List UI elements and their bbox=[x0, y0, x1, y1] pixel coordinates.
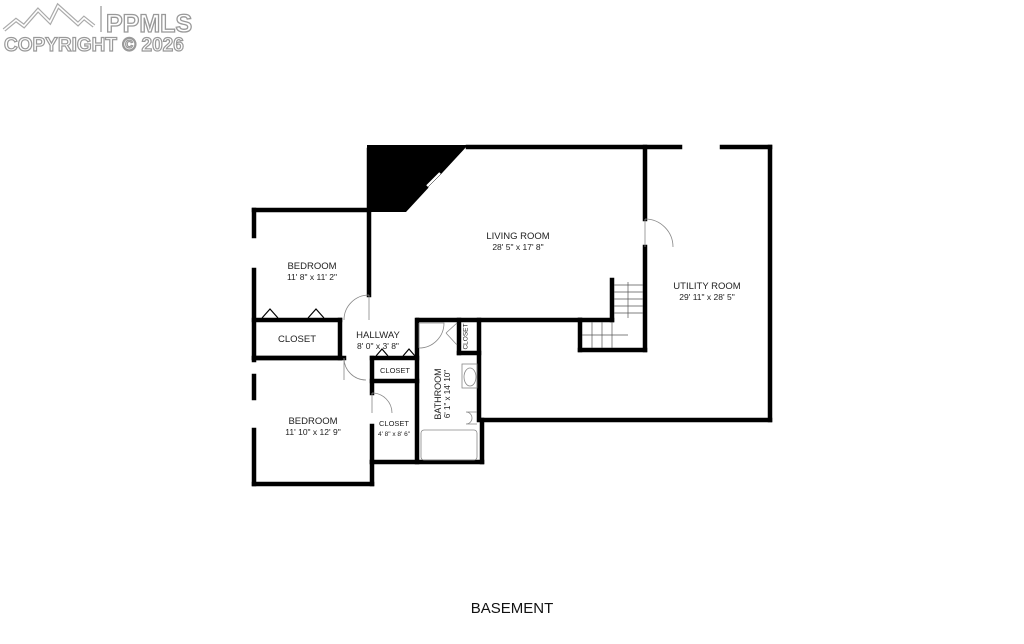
chimney-block bbox=[367, 145, 468, 212]
room-bedroom-top: BEDROOM 11' 8" x 11' 2" bbox=[286, 261, 338, 282]
room-bathroom: BATHROOM 6' 1" x 14' 10" bbox=[433, 368, 452, 420]
ppmls-watermark: PPMLS COPYRIGHT © 2026 bbox=[2, 2, 207, 58]
room-hallway: HALLWAY 8' 0" x 3' 8" bbox=[356, 330, 400, 351]
room-living: LIVING ROOM 28' 5" x 17' 8" bbox=[486, 231, 550, 252]
room-utility: UTILITY ROOM 29' 11" x 28' 5" bbox=[673, 281, 741, 302]
room-closet-hall: CLOSET bbox=[379, 366, 411, 375]
bifold-doors bbox=[261, 308, 416, 357]
mountain-logo-icon bbox=[2, 2, 102, 32]
watermark-brand: PPMLS bbox=[105, 9, 193, 38]
stairs bbox=[582, 282, 643, 348]
room-bedroom-bottom: BEDROOM 11' 10" x 12' 9" bbox=[285, 416, 341, 437]
room-closet-bath: CLOSET bbox=[462, 323, 470, 350]
watermark-copyright: COPYRIGHT © 2026 bbox=[3, 34, 184, 56]
room-closet-left: CLOSET bbox=[277, 334, 317, 345]
floor-title: BASEMENT bbox=[470, 600, 554, 617]
door-swings bbox=[343, 218, 674, 461]
room-closet-walkin: CLOSET 4' 8" x 8' 6" bbox=[377, 419, 411, 438]
walls bbox=[251, 144, 773, 487]
